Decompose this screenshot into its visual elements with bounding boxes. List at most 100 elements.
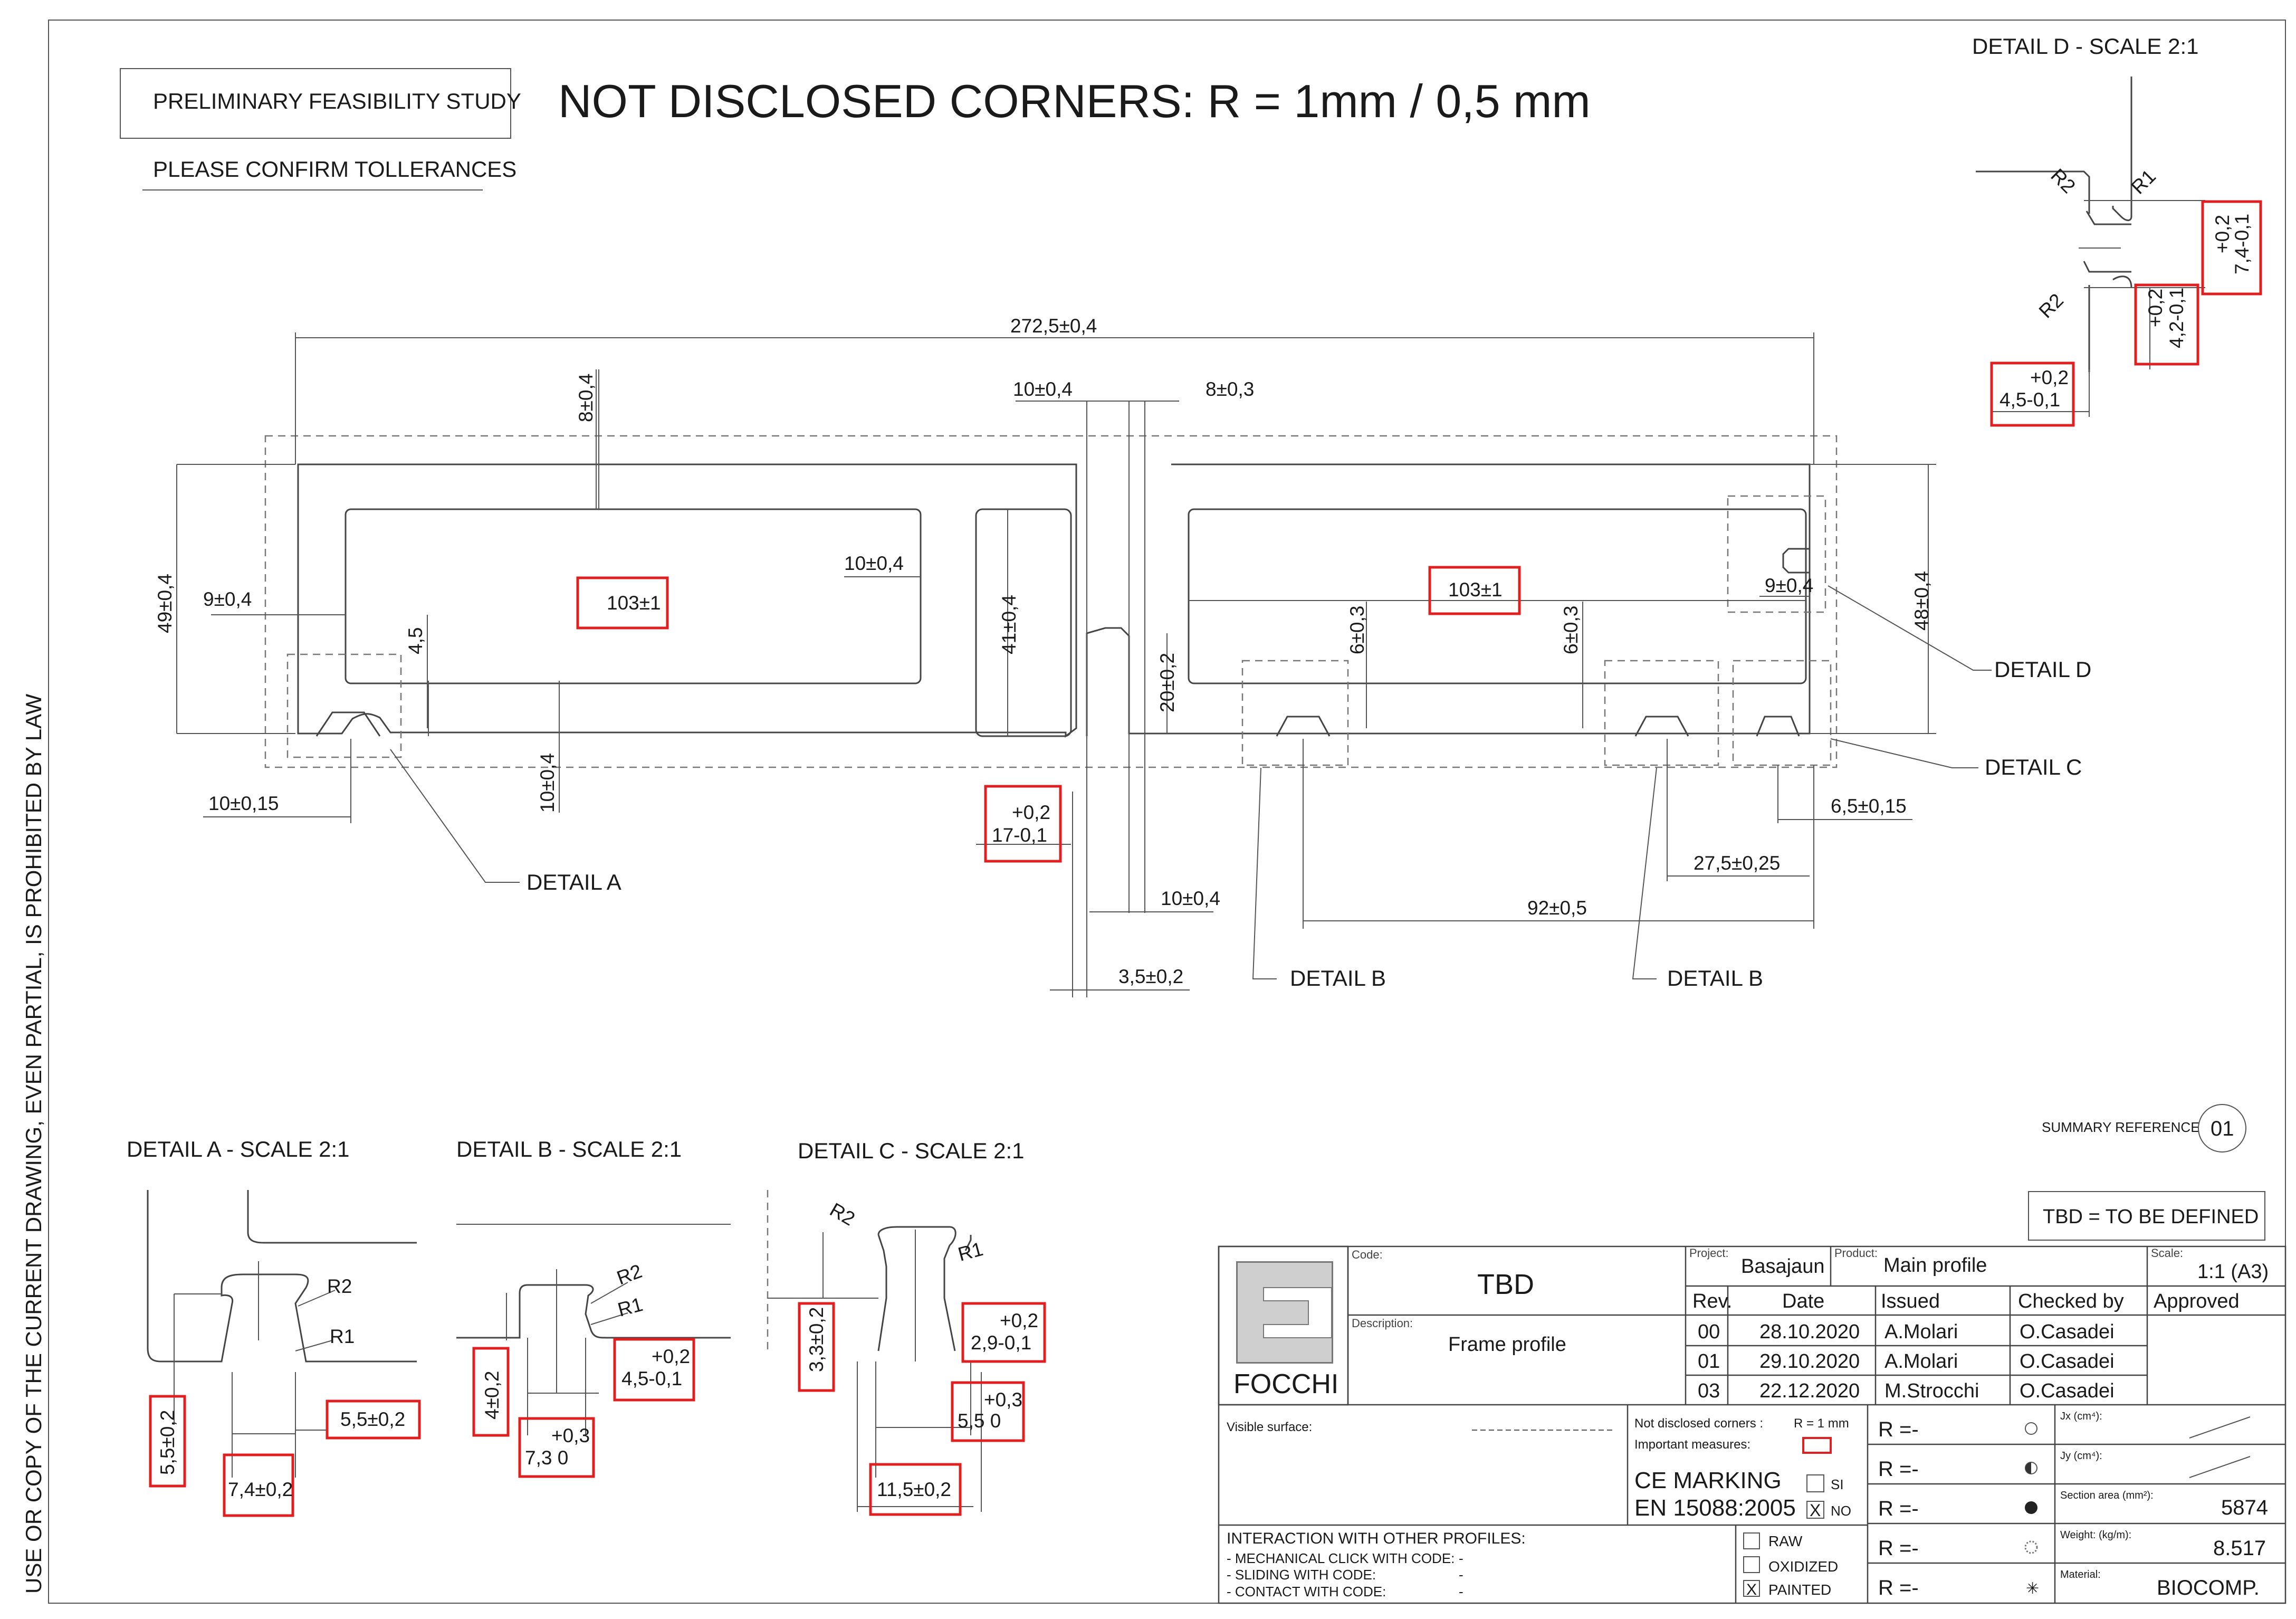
checkbox-raw[interactable] — [1743, 1532, 1760, 1549]
rev-header-checked: Checked by — [2018, 1290, 2124, 1312]
empty-circle-icon — [2025, 1422, 2037, 1435]
label-detail-d: DETAIL D — [1994, 657, 2091, 682]
project-caption: Project: — [1689, 1246, 1729, 1260]
clip-d-shape — [1782, 548, 1810, 574]
clip-b2-shape — [1634, 716, 1689, 737]
rev-1-checked: O.Casadei — [2020, 1350, 2115, 1373]
scale-caption: Scale: — [2151, 1246, 2183, 1260]
summary-reference-circle — [2198, 1104, 2246, 1153]
detail-a-box — [286, 653, 402, 758]
corners-title: NOT DISCLOSED CORNERS: R = 1mm / 0,5 mm — [558, 75, 1591, 127]
area-value: 5874 — [2221, 1496, 2268, 1519]
r-row-4: R =- — [1878, 1537, 1919, 1560]
rev-1-date: 29.10.2020 — [1759, 1350, 1860, 1373]
si-label: SI — [1831, 1477, 1844, 1492]
interaction-line-2: - SLIDING WITH CODE: — [1227, 1567, 1376, 1583]
material-caption: Material: — [2060, 1569, 2101, 1580]
detail-a-group: DETAIL A - SCALE 2:1 R2 R1 5,5±0,2 5,5±0… — [127, 1137, 421, 1517]
clip-a-shape — [315, 711, 381, 737]
dotted-circle-icon — [2024, 1540, 2038, 1554]
detail-c-r2: R2 — [826, 1198, 858, 1230]
interaction-value-3: - — [1459, 1584, 1463, 1599]
detail-a-profile — [147, 1190, 417, 1363]
detail-a-title: DETAIL A - SCALE 2:1 — [127, 1137, 350, 1161]
dim-10-04-top: 10±0,4 — [1013, 378, 1073, 400]
profile-left-body — [297, 463, 1077, 738]
dim-6-5-015: 6,5±0,15 — [1831, 795, 1907, 817]
label-detail-a: DETAIL A — [527, 870, 621, 894]
detail-b-4-box — [472, 1347, 510, 1437]
detail-d-title: DETAIL D - SCALE 2:1 — [1972, 34, 2198, 59]
rev-2-checked: O.Casadei — [2020, 1380, 2115, 1402]
checkbox-painted[interactable] — [1743, 1580, 1760, 1597]
detail-d-45-bottom: 4,5-0,1 — [2000, 389, 2060, 411]
half-fill-icon — [2025, 1462, 2031, 1474]
tbd-note: TBD = TO BE DEFINED — [2043, 1206, 2259, 1228]
dim-49-04: 49±0,4 — [154, 574, 176, 633]
detail-d-42-box — [2134, 283, 2199, 366]
r-row-3: R =- — [1878, 1497, 1919, 1520]
rev-0-issued: A.Molari — [1884, 1321, 1958, 1343]
detail-b-45-box — [613, 1338, 695, 1402]
rev-header-approved: Approved — [2154, 1290, 2240, 1312]
not-disclosed-value: R = 1 mm — [1794, 1416, 1849, 1431]
detail-a-55h: 5,5±0,2 — [340, 1408, 405, 1430]
detail-a-74: 7,4±0,2 — [228, 1479, 293, 1500]
detail-d-45-box — [1990, 361, 2075, 427]
detail-b-73-box — [518, 1417, 595, 1478]
dim-17-tol-bottom: 17-0,1 — [992, 824, 1047, 846]
detail-c-33: 3,3±0,2 — [806, 1307, 827, 1372]
important-legend-box — [1802, 1437, 1832, 1454]
checkbox-oxidized[interactable] — [1743, 1556, 1760, 1573]
r-row-2: R =- — [1878, 1458, 1919, 1481]
profile-envelope — [264, 435, 1838, 768]
no-label: NO — [1831, 1503, 1851, 1519]
important-caption: Important measures: — [1634, 1437, 1750, 1452]
detail-d-74-box — [2201, 200, 2262, 296]
painted-check-mark: X — [1746, 1581, 1757, 1598]
not-disclosed-caption: Not disclosed corners : — [1634, 1416, 1763, 1431]
dim-103-right: 103±1 — [1448, 579, 1503, 601]
detail-b2-box — [1604, 660, 1719, 766]
summary-reference-number: 01 — [2211, 1117, 2234, 1140]
detail-c-33-box — [798, 1302, 835, 1392]
rev-2-issued: M.Strocchi — [1884, 1380, 1979, 1402]
dim-6-03-a: 6±0,3 — [1346, 606, 1368, 654]
detail-d-profile — [1976, 77, 2132, 372]
checkbox-si[interactable] — [1806, 1474, 1824, 1492]
detail-a-55h-box — [326, 1399, 421, 1440]
detail-a-55: 5,5±0,2 — [157, 1410, 178, 1475]
project-value: Basajaun — [1741, 1255, 1824, 1278]
en-norm: EN 15088:2005 — [1634, 1495, 1796, 1521]
dim-10-04-mid: 10±0,4 — [844, 553, 904, 574]
rev-header-issued: Issued — [1881, 1290, 1940, 1312]
checkbox-no[interactable] — [1806, 1501, 1824, 1519]
detail-c-29-box — [961, 1302, 1046, 1363]
detail-d-45-top: +0,2 — [2030, 367, 2069, 388]
title-block: FOCCHI Code: TBD Description: Frame prof… — [1218, 1245, 2287, 1604]
summary-reference-label: SUMMARY REFERENCE — [2042, 1119, 2200, 1135]
detail-d-group: DETAIL D - SCALE 2:1 R2 R1 R2 +0,2 7,4-0… — [1972, 34, 2262, 427]
detail-d-box — [1727, 495, 1826, 613]
interaction-value-2: - — [1459, 1567, 1463, 1583]
label-detail-c: DETAIL C — [1985, 755, 2082, 779]
code-value: TBD — [1477, 1269, 1534, 1300]
interaction-line-1: - MECHANICAL CLICK WITH CODE: — [1227, 1550, 1455, 1566]
detail-c-55-top: +0,3 — [984, 1389, 1022, 1411]
product-value: Main profile — [1883, 1254, 1987, 1277]
important-103-right-box — [1428, 566, 1521, 615]
logo-text: FOCCHI — [1233, 1369, 1338, 1399]
detail-b-45-bottom: 4,5-0,1 — [621, 1368, 682, 1389]
rev-0-checked: O.Casadei — [2020, 1321, 2115, 1343]
detail-b1-box — [1241, 660, 1349, 766]
rev-2-rev: 03 — [1698, 1380, 1720, 1402]
detail-d-42-top: +0,2 — [2145, 289, 2166, 327]
detail-b-4: 4±0,2 — [481, 1371, 503, 1420]
detail-c-29-bottom: 2,9-0,1 — [971, 1332, 1031, 1354]
detail-b-title: DETAIL B - SCALE 2:1 — [456, 1137, 682, 1161]
detail-c-profile — [877, 1226, 972, 1351]
label-detail-b1: DETAIL B — [1290, 966, 1386, 991]
detail-a-r1: R1 — [330, 1326, 355, 1347]
detail-d-42-bottom: 4,2-0,1 — [2166, 288, 2187, 348]
